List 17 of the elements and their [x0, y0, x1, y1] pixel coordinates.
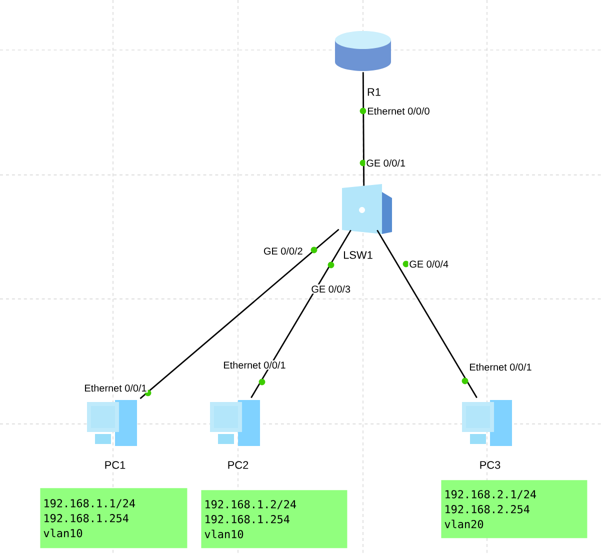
port-label: GE 0/0/4: [410, 260, 448, 268]
port-label: GE 0/0/1: [366, 159, 406, 167]
port-label: GE 0/0/2: [264, 247, 302, 255]
link-line: [250, 230, 352, 398]
note-box: 192.168.2.1/24 192.168.2.254 vlan20: [441, 480, 588, 538]
port-label: GE 0/0/3: [312, 285, 350, 293]
link-line: [140, 228, 340, 400]
note-box: 192.168.1.2/24 192.168.1.254 vlan10: [201, 490, 348, 548]
device-label: LSW1: [344, 251, 372, 259]
device-label: PC1: [105, 461, 126, 469]
link-line: [362, 72, 365, 186]
device-label: R1: [368, 88, 380, 96]
device-label: PC2: [228, 461, 248, 469]
note-box: 192.168.1.1/24 192.168.1.254 vlan10: [40, 488, 188, 548]
port-label: Ethernet 0/0/0: [368, 107, 430, 115]
link-line: [376, 230, 478, 398]
device-label: PC3: [480, 461, 500, 469]
